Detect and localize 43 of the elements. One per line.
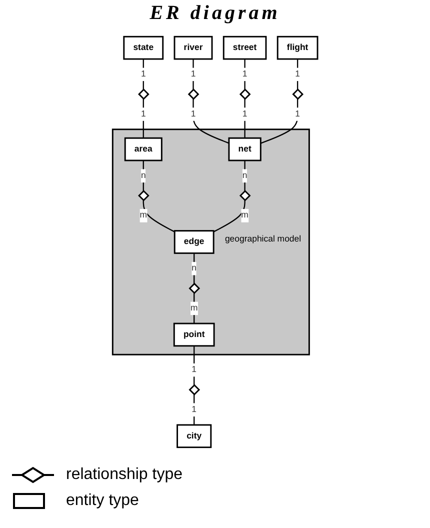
node-box: city: [176, 424, 212, 448]
node-box: state: [123, 36, 164, 60]
node-diamond: [188, 88, 200, 100]
node-diamond: [138, 190, 150, 202]
connector: [244, 160, 246, 191]
edge-label: 1: [140, 68, 146, 79]
legend-label: entity type: [66, 492, 139, 510]
node-box: flight: [276, 36, 318, 60]
edge-label: 1: [242, 68, 248, 79]
edge-label: m: [241, 210, 248, 220]
node-diamond: [239, 190, 251, 202]
edge-label: m: [190, 302, 198, 313]
node-diamond: [188, 282, 200, 294]
connector: [193, 253, 195, 284]
node-diamond: [188, 384, 200, 396]
edge-label: 1: [192, 404, 196, 414]
edge-label: 1: [295, 108, 300, 119]
node-diamond: [239, 88, 251, 100]
node-box: point: [173, 322, 215, 347]
node-diamond: [138, 88, 150, 100]
edge-label: m: [140, 210, 147, 220]
edge-label: 1: [192, 364, 196, 374]
diagram-title: ER diagram: [148, 2, 282, 25]
node-diamond: [292, 88, 304, 100]
node-box: net: [228, 137, 262, 162]
edge-label: 1: [190, 68, 196, 79]
node-box: edge: [174, 230, 214, 254]
connector: [142, 160, 144, 191]
edge-label: 1: [295, 68, 300, 79]
connector: [192, 98, 230, 144]
node-box: river: [174, 36, 213, 60]
edge-label: 1: [190, 108, 196, 119]
legend-label: relationship type: [66, 466, 183, 484]
node-box: area: [124, 137, 162, 162]
edge-label: 1: [140, 108, 146, 119]
edge-label: n: [192, 263, 196, 273]
connector: [260, 98, 298, 144]
edge-label: n: [140, 170, 146, 180]
connector: [213, 200, 246, 232]
node-box: street: [222, 36, 267, 60]
edge-label: n: [242, 170, 248, 180]
connector: [142, 200, 175, 232]
edge-label: 1: [242, 108, 248, 119]
